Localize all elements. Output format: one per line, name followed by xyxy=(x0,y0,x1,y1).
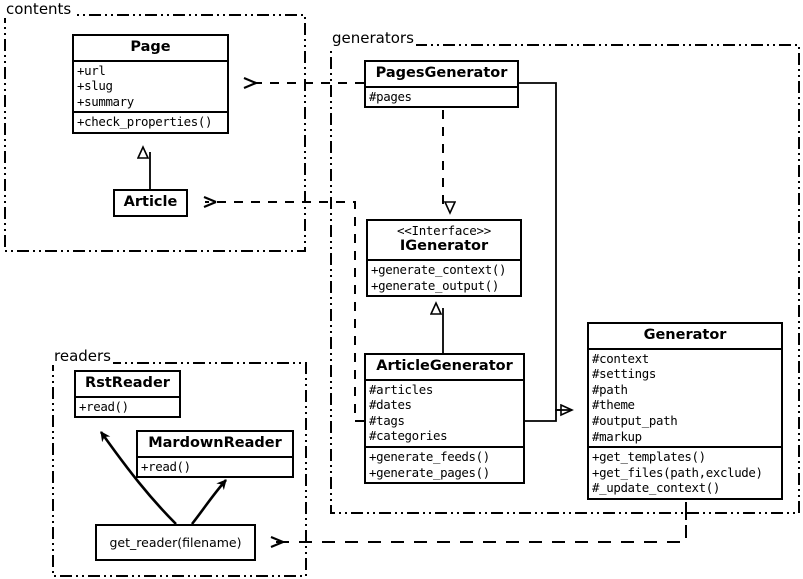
package-frame-contents xyxy=(4,14,306,252)
attribute-row: +summary xyxy=(77,93,134,109)
attribute-row: #context xyxy=(592,350,649,366)
method-row: +generate_feeds() xyxy=(369,449,490,465)
function-get-reader[interactable]: get_reader(filename) xyxy=(95,524,256,561)
class-article-generator-attributes: #articles #dates #tags #categories xyxy=(366,378,523,446)
class-article-generator-title: ArticleGenerator xyxy=(376,358,513,374)
attribute-row: #theme xyxy=(592,397,635,413)
attribute-row: +slug xyxy=(77,78,113,94)
attribute-row: +url xyxy=(77,62,106,78)
package-frame-generators xyxy=(330,44,800,514)
attribute-row: #settings xyxy=(592,366,656,382)
class-page[interactable]: Page +url +slug +summary +check_properti… xyxy=(72,34,229,135)
edge-pagesgenerator-inherits-generator xyxy=(518,82,572,410)
class-page-title: Page xyxy=(130,39,171,55)
class-pages-generator-attributes: #pages xyxy=(366,85,517,107)
class-rst-reader[interactable]: RstReader +read() xyxy=(74,370,181,419)
class-igenerator-title: <<Interface>> IGenerator xyxy=(368,221,520,259)
edge-articlegenerator-inherits-generator xyxy=(525,409,572,422)
edge-get-reader-creates-rstreader xyxy=(99,431,177,525)
class-mardown-reader[interactable]: MardownReader +read() xyxy=(136,430,294,479)
method-row: #_update_context() xyxy=(592,480,720,496)
package-label-generators: generators xyxy=(330,29,416,47)
attribute-row: #output_path xyxy=(592,413,678,429)
method-row: +get_templates() xyxy=(592,449,706,465)
package-label-readers: readers xyxy=(52,347,113,365)
method-row: +generate_pages() xyxy=(369,464,490,480)
class-pages-generator-title: PagesGenerator xyxy=(375,65,508,81)
class-generator-methods: +get_templates() +get_files(path,exclude… xyxy=(589,446,781,498)
class-rst-reader-title: RstReader xyxy=(85,375,170,391)
attribute-row: #articles xyxy=(369,381,433,397)
class-igenerator-stereotype: <<Interface>> xyxy=(397,223,491,238)
method-row: +read() xyxy=(79,398,129,414)
function-get-reader-label: get_reader(filename) xyxy=(109,535,242,550)
class-page-attributes: +url +slug +summary xyxy=(74,59,227,112)
class-pages-generator[interactable]: PagesGenerator #pages xyxy=(364,60,519,109)
edge-get-reader-creates-mardownreader xyxy=(190,479,227,525)
method-row: +check_properties() xyxy=(77,114,213,130)
method-row: +generate_output() xyxy=(371,277,499,293)
class-rst-reader-methods: +read() xyxy=(76,395,179,417)
method-row: +generate_context() xyxy=(371,262,507,278)
attribute-row: #tags xyxy=(369,412,405,428)
attribute-row: #pages xyxy=(369,88,412,104)
class-igenerator-methods: +generate_context() +generate_output() xyxy=(368,259,520,295)
method-row: +get_files(path,exclude) xyxy=(592,464,763,480)
class-igenerator[interactable]: <<Interface>> IGenerator +generate_conte… xyxy=(366,219,522,298)
class-article-generator[interactable]: ArticleGenerator #articles #dates #tags … xyxy=(364,353,525,485)
class-mardown-reader-title: MardownReader xyxy=(148,435,282,451)
attribute-row: #dates xyxy=(369,397,412,413)
edge-generator-uses-get-reader xyxy=(270,502,687,548)
attribute-row: #categories xyxy=(369,428,448,444)
class-article-title: Article xyxy=(123,194,178,210)
class-article[interactable]: Article xyxy=(113,189,188,217)
class-page-methods: +check_properties() xyxy=(74,111,227,132)
package-frame-readers xyxy=(52,362,307,577)
class-generator-attributes: #context #settings #path #theme #output_… xyxy=(589,347,781,447)
attribute-row: #path xyxy=(592,381,628,397)
class-mardown-reader-methods: +read() xyxy=(138,455,292,477)
class-generator-title: Generator xyxy=(643,327,727,343)
method-row: +read() xyxy=(141,458,191,474)
package-label-contents: contents xyxy=(4,0,74,18)
attribute-row: #markup xyxy=(592,428,642,444)
class-article-generator-methods: +generate_feeds() +generate_pages() xyxy=(366,446,523,482)
class-igenerator-name: IGenerator xyxy=(399,238,489,255)
class-generator[interactable]: Generator #context #settings #path #them… xyxy=(587,322,783,501)
edge-articlegenerator-uses-article xyxy=(203,196,364,422)
